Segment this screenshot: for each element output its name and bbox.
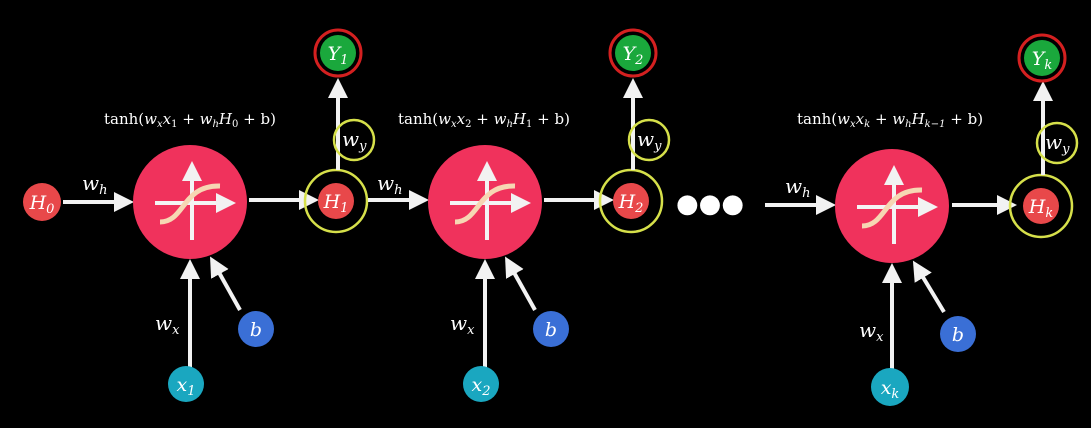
b-to-cellk-arrow — [912, 260, 946, 314]
cell1-input-node — [168, 366, 204, 402]
cell2-output-label: Y2 — [623, 43, 644, 68]
cell1-output-label: Y1 — [328, 43, 349, 68]
cellk-hidden-label: Hk — [1028, 196, 1054, 221]
initial-hidden-label: H0 — [29, 192, 55, 217]
rnn-cell-k: tanh(wxxk + whHk−1 + b) wh wx xk b Hk wy… — [765, 33, 1079, 406]
cell2-wy-label: wy — [637, 127, 662, 154]
cell2-hidden-node — [613, 183, 649, 219]
cell2-bias-node — [533, 311, 569, 347]
tanh-icon — [450, 161, 531, 240]
rnn-cell-2: tanh(wxx2 + whH1 + b) wx x2 b H2 wy Y2 — [398, 28, 671, 402]
cell1-hidden-node — [318, 183, 354, 219]
cell2-bias-label: b — [545, 319, 557, 341]
cellk-hidden-node — [1023, 188, 1059, 224]
cell1-hidden-label: H1 — [323, 191, 349, 216]
cellk-wx-label: wx — [859, 318, 884, 345]
rnn-cell-1: tanh(wxx1 + whH0 + b) wx x1 b H1 wy Y1 w… — [104, 28, 429, 402]
cell1-bias-node — [238, 311, 274, 347]
cell2-output-ring — [608, 28, 658, 78]
cell2-wy-ring — [627, 118, 671, 162]
cellk-output-ring — [1017, 33, 1067, 83]
cell1-formula: tanh(wxx1 + whH0 + b) — [104, 110, 276, 130]
cell1-output-ring — [313, 28, 363, 78]
cellk-formula: tanh(wxxk + whHk−1 + b) — [797, 110, 983, 130]
cellk-bias-node — [940, 316, 976, 352]
cellk-output-node — [1024, 40, 1060, 76]
cell1-output-node — [320, 35, 356, 71]
cell1-wy-ring — [332, 118, 376, 162]
initial-hidden-node — [23, 183, 61, 221]
cell2-formula: tanh(wxx2 + whH1 + b) — [398, 110, 570, 130]
ellipsis-dots: ●●● — [676, 189, 744, 219]
cell1-wx-label: wx — [155, 311, 180, 338]
cellk-output-label: Yk — [1032, 48, 1053, 73]
b-to-cell2-arrow — [505, 256, 537, 311]
cellk-wy-ring — [1035, 121, 1079, 165]
cell1-bias-label: b — [250, 319, 262, 341]
cell2-input-label: x2 — [472, 374, 491, 399]
cellk-wh-in-label: wh — [785, 174, 811, 201]
cell2-output-node — [615, 35, 651, 71]
cellk-input-node — [871, 368, 909, 406]
tanh-icon — [155, 161, 236, 240]
cell1-input-label: x1 — [177, 374, 196, 399]
cellk-bias-label: b — [952, 324, 964, 346]
cell1-wy-label: wy — [342, 127, 367, 154]
cellk-wy-label: wy — [1045, 130, 1070, 157]
b-to-cell1-arrow — [210, 256, 242, 311]
cellk-input-label: xk — [881, 377, 900, 402]
tanh-icon — [857, 165, 938, 244]
cell1-wh-out-label: wh — [377, 171, 403, 198]
cell2-hidden-label: H2 — [618, 191, 644, 216]
wh-initial-label: wh — [82, 171, 108, 198]
cell2-input-node — [463, 366, 499, 402]
cell2-wx-label: wx — [450, 311, 475, 338]
